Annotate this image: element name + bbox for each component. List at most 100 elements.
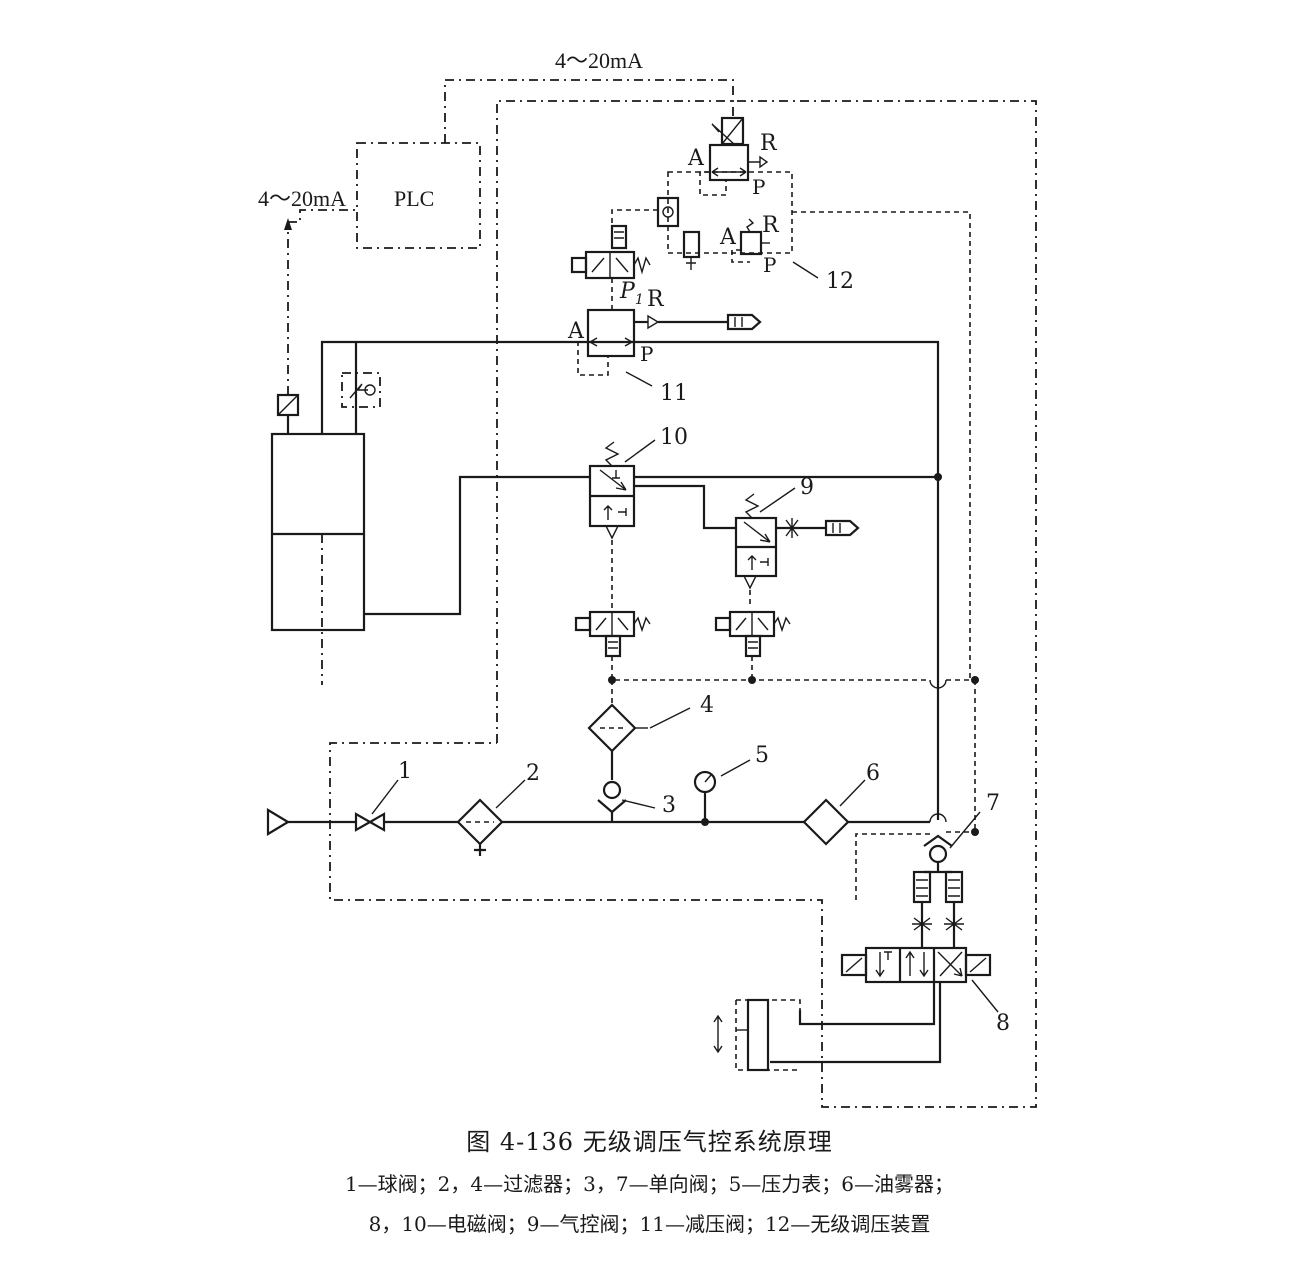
filter-2-drain: [474, 844, 486, 856]
supply-line-upper: [320, 340, 940, 820]
port-p-11: P: [640, 342, 653, 366]
ball-valve-1: [354, 812, 386, 832]
valve-10-spring: [604, 441, 620, 467]
small-check-block: [656, 196, 680, 228]
valve-10-lower-arrow: [603, 505, 613, 520]
main-crossover: [929, 813, 947, 823]
small-relief-stem: [686, 257, 696, 270]
valve-9-upper-arrow: [743, 521, 771, 543]
pilot-solenoid-divider: [591, 252, 629, 278]
component-12-link-right: [792, 211, 971, 680]
actuator-small-cylinder: [713, 998, 801, 1072]
plc-box: [356, 142, 481, 249]
figure-legend-line-2: 8，10—电磁阀；9—气控阀；11—减压阀；12—无级调压装置: [368, 1212, 931, 1236]
gauge-junction: [701, 818, 709, 826]
small-reducer-body: [739, 230, 763, 256]
check-valve-3-ball: [602, 780, 622, 800]
pilot-solenoid-silencer-lines: [614, 231, 624, 239]
number-5: 5: [755, 743, 769, 768]
prop-valve-arrow: [711, 167, 747, 177]
valve-9-silencer-marks: [832, 523, 841, 533]
port-a-12: A: [719, 225, 737, 250]
signal-line-left-h: [288, 209, 357, 223]
valve-8-out-a: [798, 982, 936, 1026]
pilot-header-crossover: [929, 679, 947, 689]
valve-8-pos2: [905, 950, 929, 978]
check-valve-7-ball: [928, 844, 948, 864]
small-check-ball: [662, 206, 674, 218]
check-valve-7-down: [924, 862, 952, 874]
check-valve-3-seat: [597, 799, 627, 814]
valve-9-lower-arrow: [747, 555, 757, 570]
lubricator-6: [802, 798, 850, 846]
valve-9-lower-t: [760, 558, 769, 566]
component-12-link-left: [611, 209, 658, 245]
number-11: 11: [660, 381, 688, 406]
pneumatic-diagram: 4～20mA 4～20mA PLC R A P A R P P1 R A P 1…: [258, 48, 1037, 1108]
reducing-valve-11: [586, 308, 636, 358]
junction-e: [971, 828, 979, 836]
valve-10-upper-t: [612, 470, 620, 479]
number-8: 8: [996, 1011, 1010, 1036]
valve-8-pos1: [875, 951, 892, 978]
valve-9-silencer: [824, 519, 860, 537]
top-signal-label: 4～20mA: [555, 48, 643, 73]
port-r-top: R: [760, 131, 778, 156]
number-4: 4: [700, 693, 714, 718]
small-reducer-spring: [746, 218, 755, 233]
pressure-sensor-diag: [277, 394, 299, 416]
port-a-11: A: [567, 319, 585, 344]
plc-label: PLC: [394, 186, 434, 211]
pilot-solenoid-9: [714, 610, 791, 658]
throttle-check-box: [341, 372, 381, 408]
pilot-header: [611, 656, 975, 681]
pilot-solenoid-silencer: [610, 224, 628, 250]
pilot-frame-outer: [329, 100, 1037, 1108]
air-source: [266, 808, 291, 836]
number-10: 10: [660, 425, 688, 450]
leader-lines: [371, 261, 999, 1013]
coil-slash: [721, 117, 744, 145]
reducing-valve-pilot: [577, 341, 609, 376]
pilot-solenoid-10: [574, 610, 651, 658]
check-valve-7-seat: [923, 834, 953, 847]
prop-pilot-line: [699, 171, 727, 196]
valve-10-upper-arrow: [599, 469, 627, 491]
silencer-8-right: [944, 870, 964, 948]
valve-8-dividers: [898, 948, 936, 982]
small-reducer-pilot: [731, 249, 750, 263]
valve-10-to-9: [634, 484, 736, 530]
valve-9-spring: [744, 493, 760, 519]
valve-8-coil-right: [964, 953, 992, 977]
reducing-valve-exhaust-tri: [647, 314, 660, 330]
signal-arrow-head: [284, 218, 292, 230]
port-p-12: P: [763, 253, 776, 277]
signal-line-top: [444, 79, 734, 143]
number-3: 3: [662, 793, 676, 818]
component-8-frame: [855, 833, 930, 900]
number-12: 12: [826, 269, 854, 294]
port-p1: P1: [619, 279, 644, 308]
figure-title: 图 4-136 无级调压气控系统原理: [466, 1128, 833, 1156]
number-1: 1: [398, 759, 412, 784]
port-p1-sub: 1: [635, 292, 644, 308]
port-p1-main: P: [619, 279, 636, 304]
pilot-solenoid-spring: [633, 256, 651, 275]
figure-legend-line-1: 1—球阀；2，4—过滤器；3，7—单向阀；5—压力表；6—油雾器；: [344, 1172, 955, 1196]
silencer-r: [726, 313, 762, 331]
number-9: 9: [800, 475, 814, 500]
number-2: 2: [526, 761, 540, 786]
valve-9-throttle: [784, 518, 800, 538]
valve-8-out-b: [770, 982, 942, 1064]
cylinder: [270, 432, 366, 632]
valve-8-coil-left: [840, 953, 868, 977]
valve-10-pilot-tri: [604, 525, 620, 540]
pressure-gauge-needle: [704, 774, 712, 783]
port-r-11: R: [647, 287, 665, 312]
pilot-solenoid-coil: [570, 256, 588, 274]
cylinder-lower-port: [364, 475, 590, 616]
silencer-8-left: [912, 870, 932, 948]
number-6: 6: [866, 761, 880, 786]
port-a-top: A: [687, 146, 705, 171]
prop-exhaust: [748, 155, 769, 169]
